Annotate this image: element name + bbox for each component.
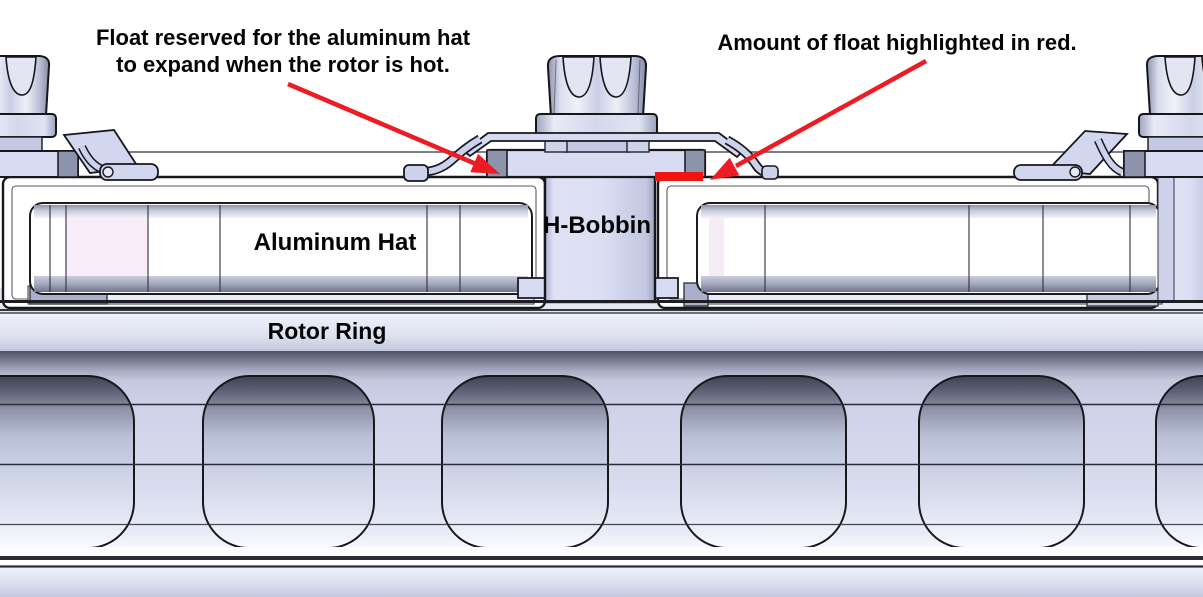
label-aluminum-hat: Aluminum Hat <box>253 229 417 256</box>
hat-segment-lines <box>764 205 1131 292</box>
spring-clip-left <box>62 129 159 181</box>
bottom-flange-strip <box>0 568 1203 597</box>
spring-clip-center <box>403 132 779 182</box>
vane-hole <box>0 375 135 549</box>
bobbin-wall-shadow <box>1157 176 1175 303</box>
torx-bolt-center <box>535 55 658 153</box>
clip-foot <box>403 164 429 182</box>
h-bobbin-center <box>485 148 707 304</box>
annotation-line-2: to expand when the rotor is hot. <box>116 52 450 77</box>
torx-bolt-left <box>0 55 79 178</box>
red-arrow-left <box>287 81 500 174</box>
magnet-pink-region <box>66 218 148 276</box>
annotation-float-reserved: Float reserved for the aluminum hat to e… <box>23 24 543 78</box>
flange-cap <box>1123 150 1146 178</box>
red-arrow-right <box>710 59 928 180</box>
hat-segment-lines <box>49 205 461 292</box>
clip-pin <box>102 166 114 178</box>
flange-cap <box>57 150 79 178</box>
rotor-vane-section <box>0 351 1203 549</box>
clip-pin <box>1069 166 1081 178</box>
vane-hole <box>918 375 1085 549</box>
annotation-float-highlight: Amount of float highlighted in red. <box>717 30 1077 55</box>
annotation-line-1: Float reserved for the aluminum hat <box>95 25 471 50</box>
rotor-lower-assembly <box>0 288 1203 597</box>
magnet-pink-region <box>709 218 724 276</box>
clip-foot <box>99 163 159 181</box>
spring-clip-right <box>1013 130 1129 181</box>
aluminum-hat-right <box>696 202 1161 295</box>
clip-plate <box>462 132 745 159</box>
bottom-rail-line-1 <box>0 556 1203 560</box>
vane-hole <box>441 375 609 549</box>
vane-hole <box>1155 375 1203 549</box>
label-rotor-ring: Rotor Ring <box>267 318 387 344</box>
vane-hole <box>202 375 375 549</box>
vane-hole <box>680 375 847 549</box>
torx-bolt-right <box>1123 55 1203 303</box>
clip-foot <box>1013 164 1083 181</box>
label-h-bobbin: H-Bobbin <box>543 212 651 239</box>
float-gap-highlight <box>655 172 703 181</box>
rotor-ring-band <box>0 313 1203 351</box>
aluminum-hat-left <box>29 202 533 295</box>
clip-foot <box>761 165 779 180</box>
